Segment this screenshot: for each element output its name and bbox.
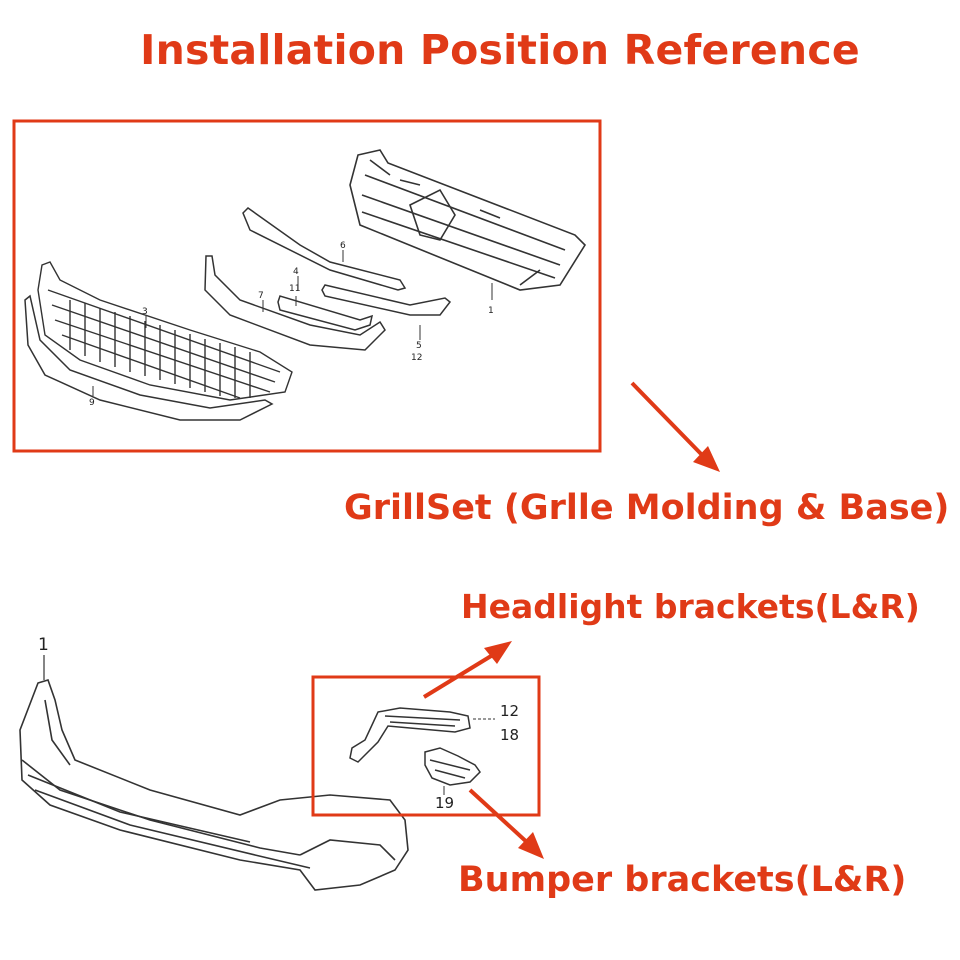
bracket-callout-19: 19 bbox=[435, 794, 454, 812]
callout-1: 1 bbox=[488, 306, 494, 316]
callout-3: 3 bbox=[142, 307, 148, 317]
grill-frame bbox=[12, 119, 602, 453]
lower-molding-part-9 bbox=[24, 294, 274, 421]
headlight-bracket-part-18 bbox=[349, 707, 471, 763]
callout-7: 7 bbox=[258, 291, 264, 301]
callout-4: 4 bbox=[293, 267, 299, 277]
page-title: Installation Position Reference bbox=[140, 26, 860, 74]
grill-leader-lines bbox=[92, 250, 493, 396]
bracket-callout-12: 12 bbox=[500, 702, 519, 720]
callout-11: 11 bbox=[289, 284, 300, 294]
arrow-to-headlight bbox=[422, 641, 512, 699]
grille-base-part-1 bbox=[349, 149, 587, 291]
callout-12: 12 bbox=[411, 353, 422, 363]
grillset-label: GrillSet (Grlle Molding & Base) bbox=[344, 488, 950, 528]
bumper-bracket-part-19 bbox=[424, 747, 481, 786]
callout-6: 6 bbox=[340, 241, 346, 251]
bracket-callout-18: 18 bbox=[500, 726, 519, 744]
chrome-strip-part-7 bbox=[204, 255, 386, 351]
arrow-to-grillset bbox=[630, 381, 720, 472]
bracket-frame bbox=[311, 675, 541, 817]
lower-grille-part-3 bbox=[37, 261, 293, 401]
arrow-to-bumper bbox=[468, 788, 544, 859]
callout-9: 9 bbox=[89, 398, 95, 408]
front-bumper-part-1 bbox=[19, 679, 409, 891]
upper-molding-part-6 bbox=[242, 207, 407, 291]
bumper-brackets-label: Bumper brackets(L&R) bbox=[458, 860, 907, 900]
center-molding-part-11 bbox=[321, 284, 452, 316]
bumper-callout-1: 1 bbox=[38, 635, 49, 655]
headlight-brackets-label: Headlight brackets(L&R) bbox=[461, 587, 920, 626]
callout-5: 5 bbox=[416, 341, 422, 351]
